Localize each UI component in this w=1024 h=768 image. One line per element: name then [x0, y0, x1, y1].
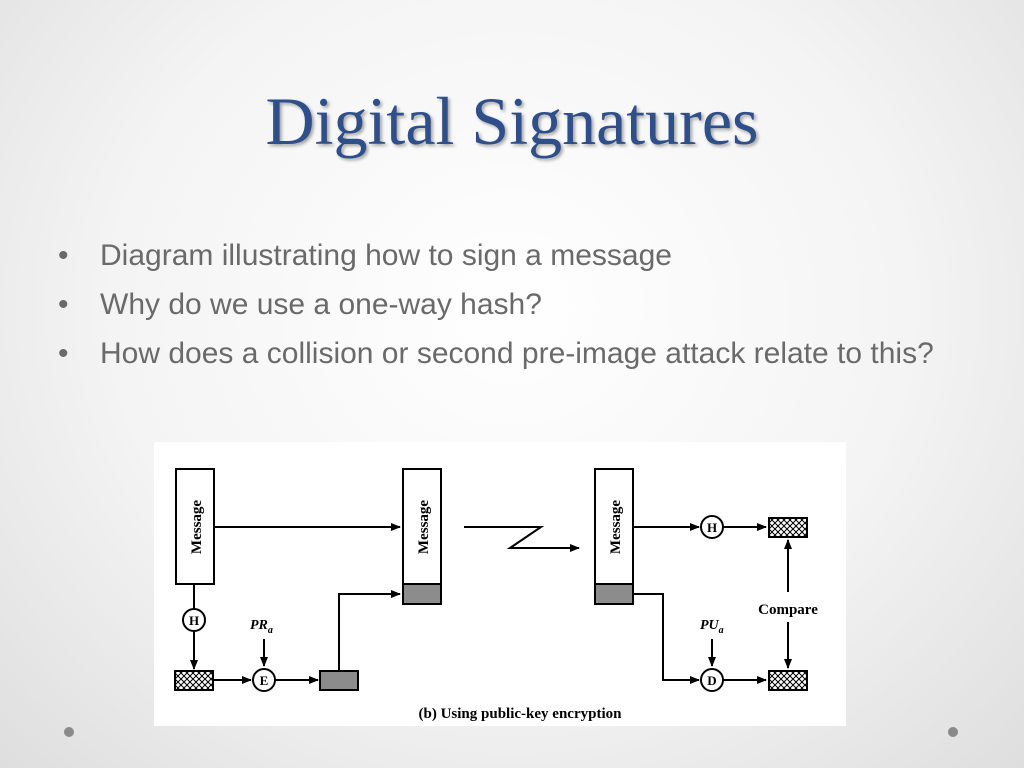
- bullet-item-3: How does a collision or second pre-image…: [58, 334, 958, 374]
- sender-message-label: Message: [189, 500, 205, 554]
- public-key-label: PUa: [700, 618, 724, 636]
- receiver-computed-hash: [768, 517, 808, 538]
- received-message-box: Message: [594, 468, 634, 605]
- network-channel-arrow: [464, 526, 580, 552]
- sender-hash-value: [174, 670, 214, 691]
- bullet-list: Diagram illustrating how to sign a messa…: [58, 236, 958, 383]
- receiver-hash-label: H: [707, 520, 717, 535]
- encrypt-label: E: [260, 673, 269, 688]
- bullet-item-1: Diagram illustrating how to sign a messa…: [58, 236, 958, 276]
- transmitted-signature-block: [402, 583, 442, 605]
- sender-hash-label: H: [189, 613, 199, 628]
- to-decrypt-arrow: [633, 593, 700, 684]
- received-signature-block: [594, 583, 634, 605]
- slide-decoration-dot-right: [948, 727, 958, 737]
- transmitted-message-label: Message: [416, 500, 432, 554]
- sender-hash-node: H: [182, 608, 206, 632]
- slide-title: Digital Signatures: [265, 83, 759, 159]
- receiver-decrypted-hash: [768, 670, 808, 691]
- private-key-label: PRa: [250, 618, 273, 636]
- attach-signature-arrow: [338, 590, 401, 671]
- received-message-label: Message: [608, 500, 624, 554]
- sender-signature-block: [319, 670, 359, 691]
- decrypt-label: D: [707, 673, 716, 688]
- encrypt-node: E: [252, 668, 276, 692]
- bullet-item-2: Why do we use a one-way hash?: [58, 285, 958, 325]
- signature-diagram: Message H PRa E: [154, 442, 846, 726]
- receiver-hash-node: H: [700, 515, 724, 539]
- slide-decoration-dot-left: [64, 727, 74, 737]
- diagram-caption: (b) Using public-key encryption: [419, 706, 623, 722]
- sender-message-box: Message: [175, 468, 215, 585]
- compare-label: Compare: [758, 602, 818, 618]
- transmitted-message-box: Message: [402, 468, 442, 605]
- signature-diagram-svg: Message H PRa E: [174, 468, 818, 722]
- decrypt-node: D: [700, 668, 724, 692]
